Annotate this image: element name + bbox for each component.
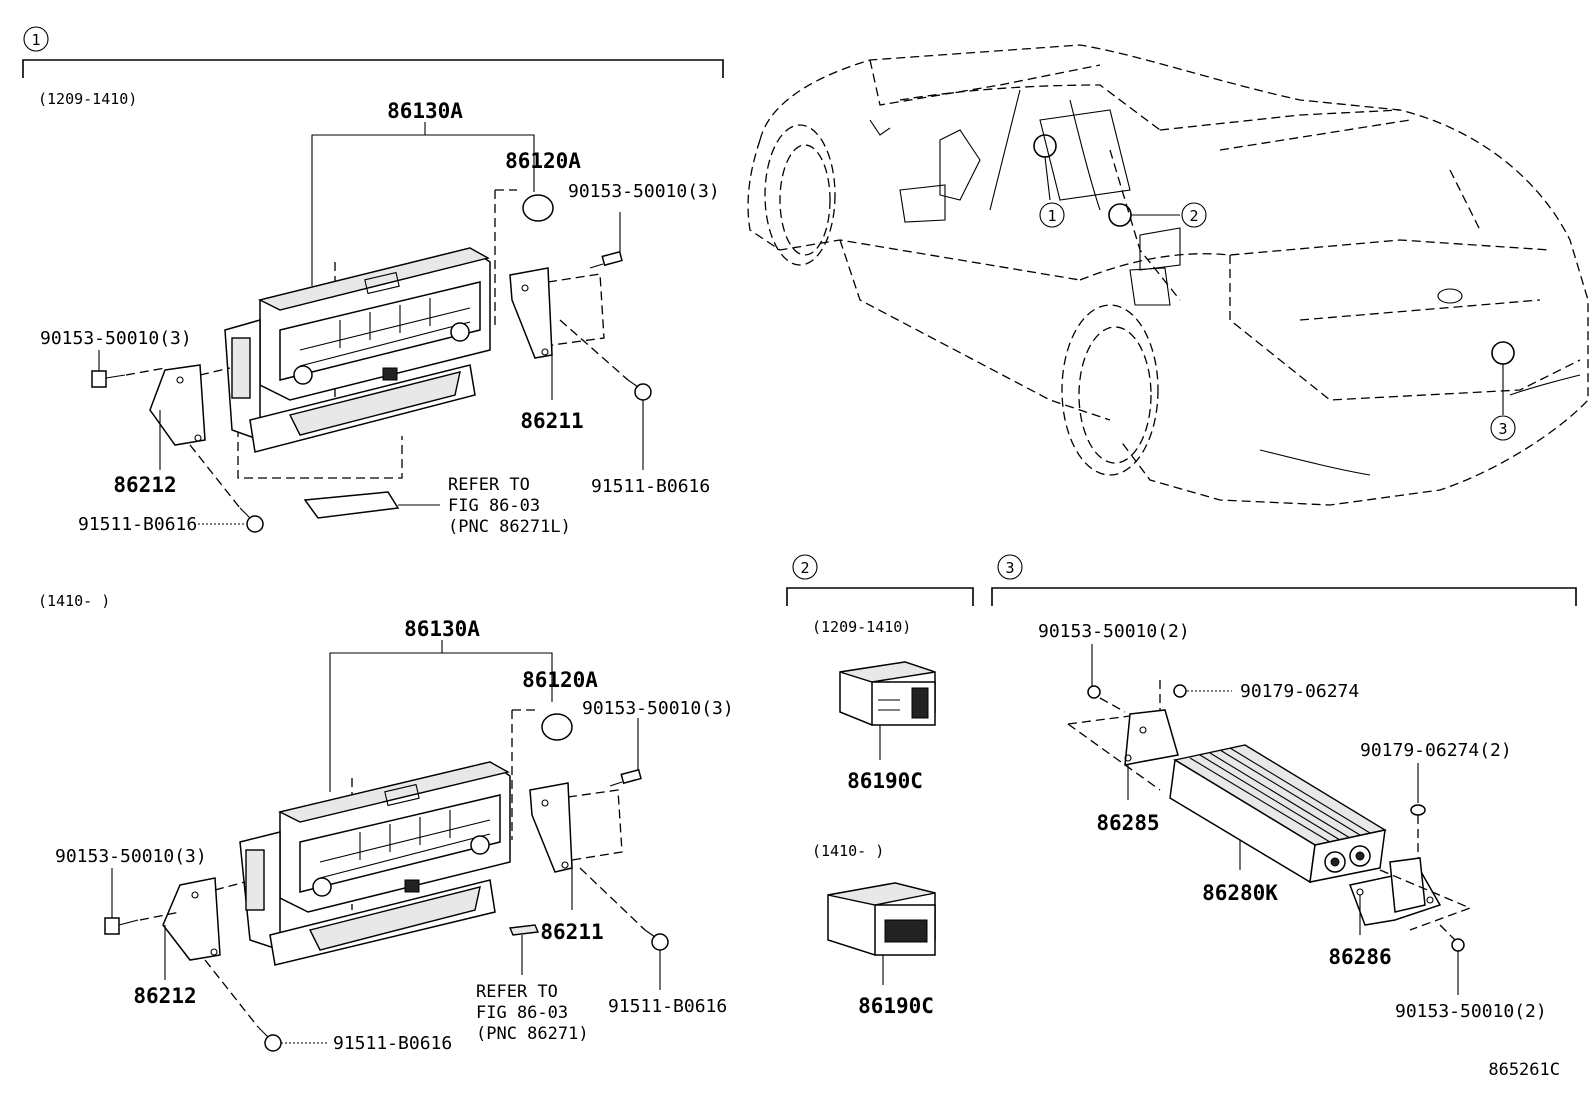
amp-screw-top: 90153-50010(2) <box>1038 621 1190 713</box>
bolt-right-top: 91511-B0616 <box>559 319 710 497</box>
head-unit-group-top: 86130A 86120A <box>40 99 720 537</box>
part-86212-top: 86212 <box>113 473 176 497</box>
section-marker-circle <box>23 26 49 52</box>
head-unit-group-bottom: 86130A 86120A <box>55 617 734 1054</box>
section-2: 2 (1209-1410) 86190C (1410- ) 86190C <box>786 554 974 1018</box>
refer-line-2-top: FIG 86-03 <box>448 496 540 516</box>
head-unit-body <box>239 761 511 966</box>
range-label-switch-top: (1209-1410) <box>812 618 911 636</box>
callout-1: 1 <box>1047 207 1056 225</box>
bolt-left-bottom: 91511-B0616 <box>204 959 452 1054</box>
part-86130A-top: 86130A <box>387 99 463 123</box>
callout-3: 3 <box>1498 420 1507 438</box>
refer-line-1-bottom: REFER TO <box>476 982 558 1002</box>
screw-left-top: 90153-50010(3) <box>40 328 192 388</box>
part-86120A-top: 86120A <box>505 149 581 173</box>
section-marker-1: 1 <box>31 31 40 49</box>
part-86190C-top: 86190C <box>847 769 923 793</box>
part-86190C-bottom: 86190C <box>858 994 934 1018</box>
vehicle-illustration: 1 2 3 <box>747 44 1589 506</box>
amplifier-86280K: 86280K <box>1169 744 1387 905</box>
figure-id: 865261C <box>1488 1060 1560 1080</box>
screw-left-bottom: 90153-50010(3) <box>55 846 207 935</box>
bracket-86212-bottom: 86212 <box>133 877 246 1008</box>
bracket-86212-top: 86212 <box>113 364 231 497</box>
bracket-86285: 86285 <box>1067 709 1179 835</box>
part-screw-right-top: 90153-50010(3) <box>568 181 720 202</box>
location-marker-2 <box>1108 203 1132 227</box>
part-86286: 86286 <box>1328 945 1391 969</box>
knob-part <box>522 194 554 222</box>
callout-2: 2 <box>1189 207 1198 225</box>
refer-line-3-bottom: (PNC 86271) <box>476 1024 589 1044</box>
knob-part <box>541 713 573 741</box>
amp-nut-top: 90179-06274 <box>1159 680 1359 735</box>
refer-module-bottom: REFER TO FIG 86-03 (PNC 86271) <box>476 924 589 1044</box>
part-86211-top: 86211 <box>520 409 583 433</box>
part-amp-screw-bottom: 90153-50010(2) <box>1395 1001 1547 1022</box>
range-label-bottom: (1410- ) <box>38 592 110 610</box>
section-marker-3: 3 <box>1005 559 1014 577</box>
refer-line-1-top: REFER TO <box>448 475 530 495</box>
range-label-top: (1209-1410) <box>38 90 137 108</box>
part-86130A-bottom: 86130A <box>404 617 480 641</box>
amp-nut-right: 90179-06274(2) <box>1360 740 1512 860</box>
section-3: 3 90153-50010(2) 90179-06274 86285 <box>991 554 1577 1022</box>
refer-module-top: REFER TO FIG 86-03 (PNC 86271L) <box>303 475 571 537</box>
section-marker-2: 2 <box>800 559 809 577</box>
screw-right-top: 90153-50010(3) <box>568 181 720 269</box>
part-screw-left-bottom: 90153-50010(3) <box>55 846 207 867</box>
part-86280K: 86280K <box>1202 881 1278 905</box>
refer-line-3-top: (PNC 86271L) <box>448 517 571 537</box>
bracket-86211-top: 86211 <box>509 267 605 433</box>
part-screw-right-bottom: 90153-50010(3) <box>582 698 734 719</box>
part-screw-left-top: 90153-50010(3) <box>40 328 192 349</box>
switch-top: 86190C <box>839 661 936 793</box>
part-86211-bottom: 86211 <box>540 920 603 944</box>
head-unit-body <box>224 247 491 453</box>
bolt-left-top: 91511-B0616 <box>78 444 264 535</box>
part-86285: 86285 <box>1096 811 1159 835</box>
amp-screw-bottom: 90153-50010(2) <box>1395 924 1547 1022</box>
part-amp-nut-right: 90179-06274(2) <box>1360 740 1512 761</box>
location-marker-3 <box>1491 341 1515 365</box>
bracket-86211-bottom: 86211 <box>529 782 623 944</box>
part-bolt-right-bottom: 91511-B0616 <box>608 996 727 1017</box>
part-86212-bottom: 86212 <box>133 984 196 1008</box>
switch-bottom: 86190C <box>827 882 936 1018</box>
part-bolt-left-top: 91511-B0616 <box>78 514 197 535</box>
part-bolt-left-bottom: 91511-B0616 <box>333 1033 452 1054</box>
screw-right-bottom: 90153-50010(3) <box>582 698 734 787</box>
part-86120A-bottom: 86120A <box>522 668 598 692</box>
part-bolt-right-top: 91511-B0616 <box>591 476 710 497</box>
range-label-switch-bottom: (1410- ) <box>812 842 884 860</box>
bracket-86286: 86286 <box>1328 857 1472 969</box>
part-amp-nut-top: 90179-06274 <box>1240 681 1359 702</box>
bolt-right-bottom: 91511-B0616 <box>579 867 727 1017</box>
refer-line-2-bottom: FIG 86-03 <box>476 1003 568 1023</box>
section-1-header: 1 (1209-1410) (1410- ) <box>22 26 724 610</box>
part-amp-screw-top: 90153-50010(2) <box>1038 621 1190 642</box>
